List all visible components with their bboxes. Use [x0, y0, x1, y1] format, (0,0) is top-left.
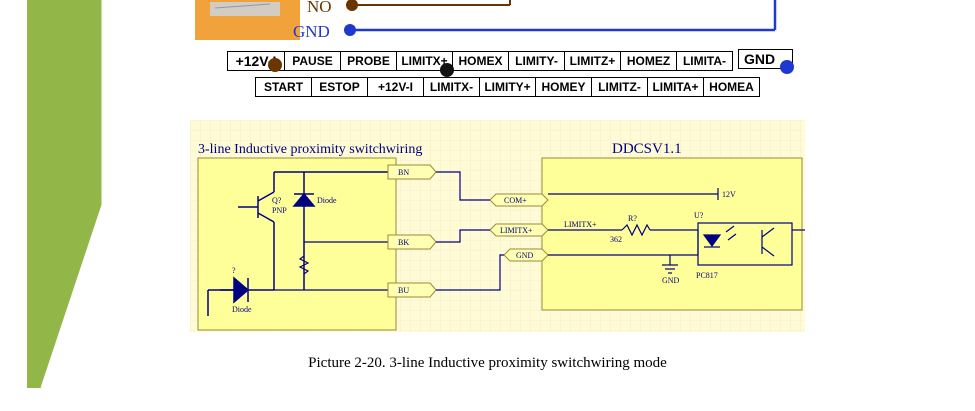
terminal-pause: PAUSE [284, 51, 341, 71]
terminal-limita-minus: LIMITA- [676, 51, 733, 71]
terminal-homea: HOMEA [703, 77, 760, 97]
sensor-pin-bn: BN [387, 164, 437, 180]
figure-caption: Picture 2-20. 3-line Inductive proximity… [0, 355, 975, 372]
terminal-12v-i-2: +12V-I [367, 77, 424, 97]
controller-pin-limitx: LIMITX+ [489, 223, 549, 237]
terminal-limity-plus: LIMITY+ [479, 77, 536, 97]
caption-text: 3-line Inductive proximity switchwiring … [389, 355, 667, 371]
wire-label-gnd: GND [293, 22, 330, 41]
controller-pin-gnd: GND [503, 248, 549, 262]
terminal-limitz-plus: LIMITZ+ [564, 51, 621, 71]
svg-text:BN: BN [398, 168, 409, 177]
protection-diode-top [274, 171, 388, 290]
pull-down-resistor [274, 241, 388, 291]
controller-pin-com: COM+ [489, 193, 549, 207]
interconnect-wires [436, 171, 504, 291]
terminal-homez: HOMEZ [620, 51, 677, 71]
svg-text:BU: BU [398, 286, 409, 295]
opto-ref: U? [694, 211, 704, 220]
resistor-value: 362 [610, 235, 622, 244]
svg-text:COM+: COM+ [504, 196, 527, 205]
terminal-start: START [255, 77, 312, 97]
terminal-probe: PROBE [340, 51, 397, 71]
net-label-limitx: LIMITX+ [564, 220, 597, 229]
terminal-limitz-minus: LIMITZ- [591, 77, 648, 97]
terminal-homex: HOMEX [452, 51, 509, 71]
diode-label-bottom: Diode [232, 305, 252, 314]
terminal-gnd: GND [738, 49, 793, 69]
svg-text:GND: GND [516, 251, 534, 260]
diode-ref: ? [232, 266, 236, 275]
pnp-transistor [238, 172, 275, 290]
protection-diode-bottom [207, 276, 274, 316]
supply-label: 12V [722, 190, 736, 199]
caption-prefix: Picture 2-20. [308, 355, 386, 371]
terminal-limitx-minus: LIMITX- [423, 77, 480, 97]
terminal-limitx-plus: LIMITX+ [396, 51, 453, 71]
terminal-limita-plus: LIMITA+ [647, 77, 704, 97]
terminal-12v-i: +12V-I [227, 51, 285, 71]
transistor-ref: Q? [272, 196, 282, 205]
terminal-limity-minus: LIMITY- [508, 51, 565, 71]
controller-title: DDCSV1.1 [612, 141, 682, 157]
optocoupler [697, 222, 805, 266]
sensor-pin-bk: BK [387, 234, 437, 250]
terminal-estop: ESTOP [311, 77, 368, 97]
wiring-photo: NO GND [195, 0, 777, 41]
diode-label-top: Diode [317, 196, 337, 205]
transistor-type: PNP [272, 206, 287, 215]
terminal-homey: HOMEY [535, 77, 592, 97]
opto-part: PC817 [696, 271, 718, 280]
wire-label-no: NO [307, 0, 332, 16]
wiring-schematic: 3-line Inductive proximity switchwiring … [190, 120, 805, 332]
sensor-title: 3-line Inductive proximity switchwiring [198, 142, 422, 157]
decorative-green-arrow [27, 0, 105, 389]
controller-box [541, 157, 803, 311]
svg-text:LIMITX+: LIMITX+ [500, 226, 533, 235]
sensor-pin-bu: BU [387, 282, 437, 298]
sensor-box [197, 157, 397, 331]
svg-text:BK: BK [398, 238, 409, 247]
resistor-ref: R? [628, 214, 637, 223]
ground-label: GND [662, 276, 680, 285]
